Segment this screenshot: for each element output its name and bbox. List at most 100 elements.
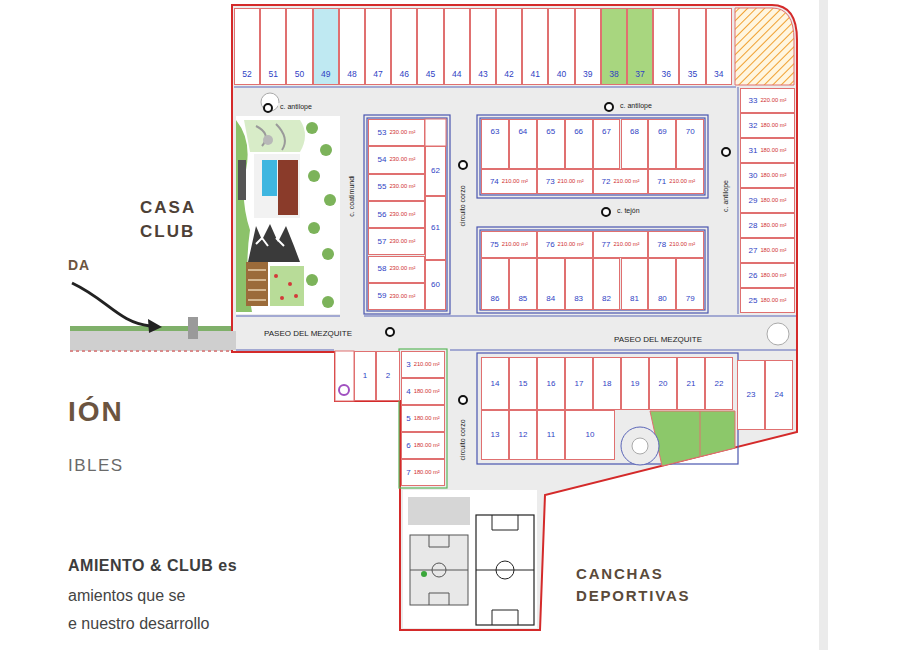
street-name: circuito corzo xyxy=(459,417,467,462)
lot-area: 180.00 m² xyxy=(760,273,786,279)
lot-number: 73 xyxy=(546,178,555,186)
lot-box: 72210.00 m² xyxy=(593,169,649,194)
lot-box: 4180.00 m² xyxy=(401,378,445,405)
lot-number: 74 xyxy=(490,178,499,186)
lot-number: 54 xyxy=(377,156,386,164)
lot-number: 42 xyxy=(504,70,513,79)
lot-number: 55 xyxy=(377,183,386,191)
lot-box: 36 xyxy=(653,8,679,85)
lot-number: 59 xyxy=(377,292,386,300)
lot-number: 82 xyxy=(602,295,611,303)
casa-club-grounds xyxy=(236,116,340,314)
lot-box: 19 xyxy=(621,357,649,410)
lot-number: 12 xyxy=(519,431,528,439)
lot-number: 34 xyxy=(714,70,723,79)
lot-number: 47 xyxy=(373,70,382,79)
entrance-road xyxy=(70,350,236,352)
lot-box: 83 xyxy=(565,258,593,310)
sports-courts xyxy=(476,570,534,571)
casa-club-grounds xyxy=(244,120,305,152)
lot-number: 40 xyxy=(557,70,566,79)
sports-courts xyxy=(429,535,449,605)
lot-number: 67 xyxy=(602,128,611,136)
sports-courts xyxy=(421,571,427,577)
lot-box: 47 xyxy=(365,8,391,85)
lot-number: 32 xyxy=(748,122,757,130)
lot-number: 19 xyxy=(631,380,640,388)
lot-area: 210.00 m² xyxy=(558,179,584,185)
lot-box: 22 xyxy=(705,357,733,410)
cul-de-sac xyxy=(767,323,789,345)
road-marker xyxy=(602,208,610,216)
page-panel xyxy=(819,0,828,650)
lot-area: 210.00 m² xyxy=(669,242,695,248)
street-name: c. tejón xyxy=(615,207,642,215)
lot-box: 50 xyxy=(286,8,312,85)
lot-box: 45 xyxy=(417,8,443,85)
page-text: AMIENTO & CLUB es xyxy=(68,557,237,575)
street-name: c. coatimundi xyxy=(348,173,356,218)
road-edges xyxy=(234,87,796,350)
lot-number: 26 xyxy=(748,272,757,280)
lot-box: 53230.00 m² xyxy=(368,119,425,146)
lot-box: 79 xyxy=(676,258,704,310)
lot-box: 12 xyxy=(509,410,537,460)
lot-box: 85 xyxy=(509,258,537,310)
lot-box: 34 xyxy=(706,8,732,85)
lot-number: 84 xyxy=(546,295,555,303)
lot-number: 71 xyxy=(657,178,666,186)
lot-number: 38 xyxy=(609,70,618,79)
lot-area: 180.00 m² xyxy=(760,248,786,254)
lot-number: 63 xyxy=(490,128,499,136)
lot-number: 57 xyxy=(377,238,386,246)
lot-box: 78210.00 m² xyxy=(648,231,704,258)
lot-number: 7 xyxy=(406,469,410,477)
green-area xyxy=(621,411,735,466)
lot-number: 27 xyxy=(748,247,757,255)
lot-area: 180.00 m² xyxy=(414,389,440,395)
lot-number: 61 xyxy=(431,224,440,232)
lot-box: 23 xyxy=(737,360,765,430)
lot-box: 81 xyxy=(621,258,649,310)
lot-number: 86 xyxy=(490,295,499,303)
lot-number: 16 xyxy=(547,380,556,388)
lot-box: 42 xyxy=(496,8,522,85)
lot-box: 70 xyxy=(676,119,704,169)
lot-box: 64 xyxy=(509,119,537,169)
lot-box: 51 xyxy=(260,8,286,85)
lot-box: 59230.00 m² xyxy=(368,283,425,310)
lot-box: 48 xyxy=(339,8,365,85)
lot-box: 76210.00 m² xyxy=(537,231,593,258)
lot-number: 6 xyxy=(406,442,410,450)
entrance-arrow xyxy=(72,283,162,333)
lot-area: 210.00 m² xyxy=(558,242,584,248)
lot-number: 83 xyxy=(574,295,583,303)
lot-area: 180.00 m² xyxy=(760,173,786,179)
lot-box: 1 xyxy=(354,351,376,401)
block-outlines xyxy=(477,227,708,313)
lot-box: 55230.00 m² xyxy=(368,174,425,201)
lot-number: 39 xyxy=(583,70,592,79)
lot-number: 78 xyxy=(657,241,666,249)
road-marker xyxy=(264,104,272,112)
lot-area: 180.00 m² xyxy=(414,470,440,476)
lot-box: 56230.00 m² xyxy=(368,201,425,228)
special-lot xyxy=(335,351,354,401)
lot-box: 38 xyxy=(601,8,627,85)
unnumbered-lot xyxy=(425,119,446,146)
lot-box: 67 xyxy=(593,119,621,169)
lots-outline xyxy=(399,349,447,488)
site-boundary xyxy=(232,5,797,630)
lot-area: 230.00 m² xyxy=(389,266,415,272)
lot-box: 74210.00 m² xyxy=(481,169,537,194)
lot-number: 15 xyxy=(519,380,528,388)
lot-box: 18 xyxy=(593,357,621,410)
green-area xyxy=(621,427,659,465)
lot-number: 25 xyxy=(748,297,757,305)
casa-club-grounds xyxy=(248,224,300,262)
lot-number: 22 xyxy=(715,380,724,388)
lot-number: 33 xyxy=(748,97,757,105)
lot-box: 71210.00 m² xyxy=(648,169,704,194)
lot-box: 46 xyxy=(391,8,417,85)
lot-number: 69 xyxy=(658,128,667,136)
